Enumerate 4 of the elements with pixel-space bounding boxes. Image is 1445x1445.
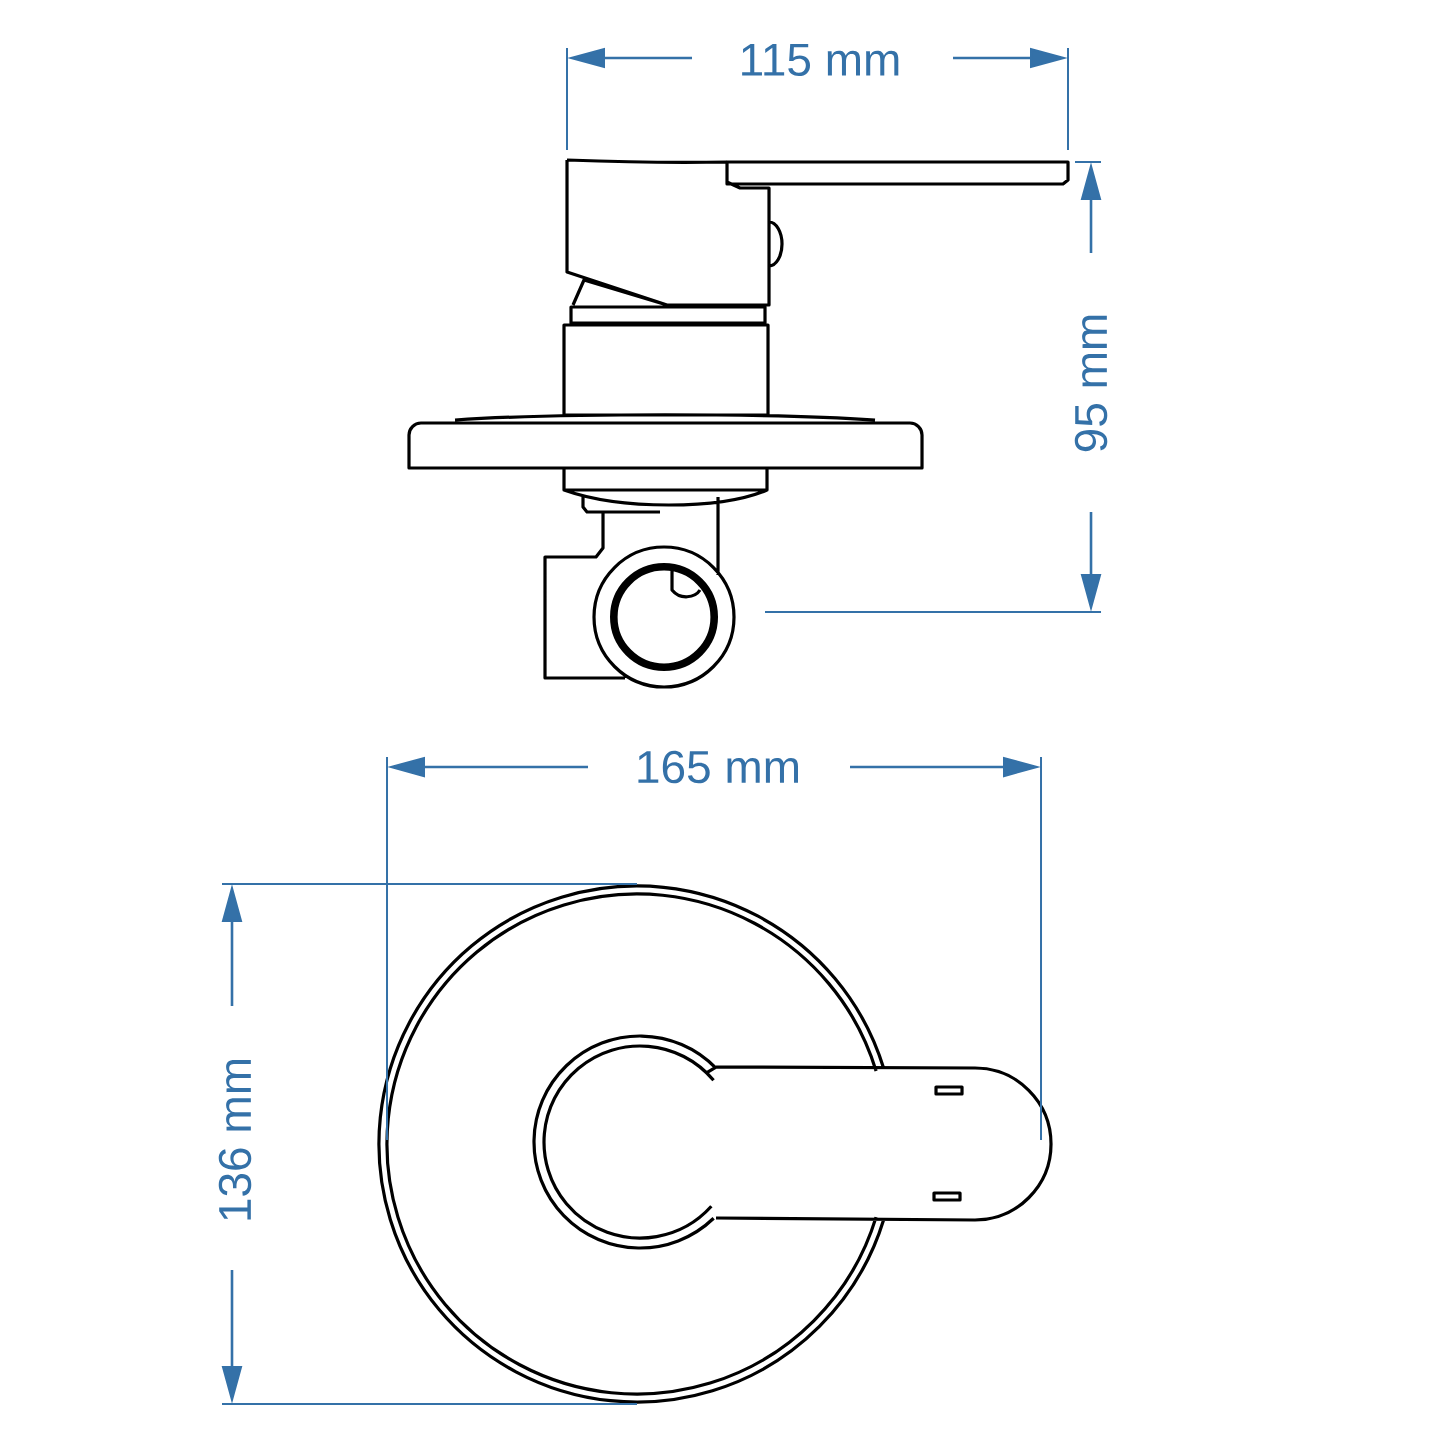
dimension-label: 136 mm: [218, 1060, 252, 1220]
dimension-label: 115 mm: [742, 43, 899, 77]
dimension-label: 165 mm: [638, 750, 798, 784]
dimension-label: 95 mm: [1074, 315, 1108, 452]
